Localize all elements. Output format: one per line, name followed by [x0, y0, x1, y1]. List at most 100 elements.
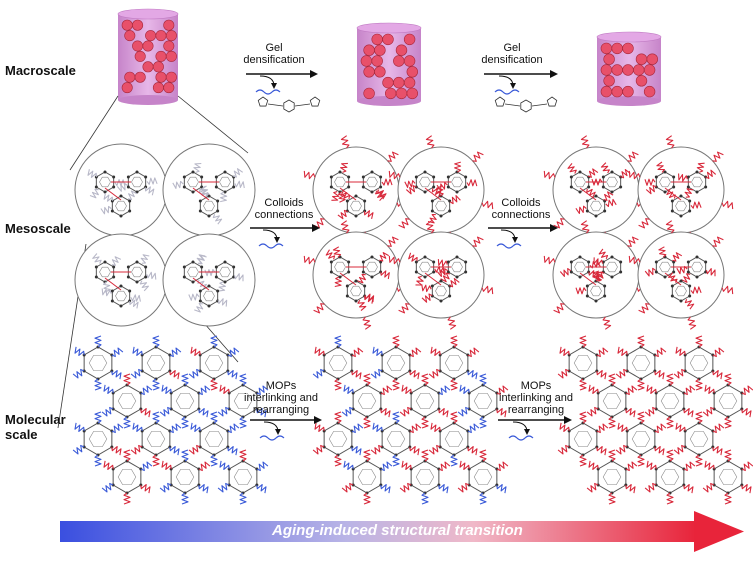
hexagon-node — [423, 190, 427, 194]
mop-hexagon — [351, 459, 383, 495]
bead — [165, 30, 177, 42]
linker-chain — [543, 170, 556, 180]
hexagon-node — [329, 260, 333, 264]
hexagon-node — [695, 275, 699, 279]
hexagon-node — [103, 190, 107, 194]
linker-chain — [595, 271, 604, 282]
hexagon-inner — [675, 285, 687, 297]
linker-chain — [303, 255, 316, 265]
mop-hexagon — [654, 459, 686, 495]
hexagon-inner — [366, 176, 378, 188]
linker-chain — [620, 168, 631, 179]
bead — [155, 50, 167, 62]
hexagon-node — [126, 175, 130, 179]
linker-chain — [428, 368, 441, 379]
linker-chain — [114, 179, 126, 187]
curved-arrow-head — [271, 83, 277, 89]
mop-hexagon — [567, 421, 599, 457]
bead — [371, 33, 383, 46]
linker-chain — [239, 449, 247, 462]
linker-chain — [123, 373, 131, 386]
linker-chain — [684, 188, 694, 198]
linker-squiggle — [255, 89, 281, 95]
linker-chain — [627, 151, 639, 162]
colloid — [162, 143, 256, 237]
hexagon-inner — [88, 431, 108, 447]
linker-chain — [596, 423, 609, 434]
linker-chain — [351, 370, 362, 380]
linker-chain — [672, 252, 683, 262]
hexagon-node — [347, 185, 351, 189]
linker-chain — [580, 220, 590, 234]
bead — [152, 82, 164, 94]
linker-chain — [144, 186, 155, 196]
linker-chain — [343, 460, 354, 470]
hexagon-node — [432, 260, 436, 264]
mop-hexagon — [345, 194, 367, 218]
linker-chain — [233, 273, 244, 282]
hexagon-node — [191, 260, 195, 264]
colloid — [303, 220, 409, 330]
linker-chain — [210, 378, 218, 391]
bead — [385, 87, 397, 100]
bead — [165, 71, 177, 83]
linker-chain — [341, 482, 354, 493]
hexagon-node — [679, 299, 683, 303]
linker-chain — [363, 492, 371, 505]
linker-chain — [666, 373, 674, 386]
linker-chain — [690, 286, 702, 294]
linker-chain — [94, 378, 102, 391]
step-label-gel-densification-1: Gel densification — [238, 42, 310, 66]
mop-hexagon — [596, 383, 628, 419]
linker-bridge — [192, 187, 210, 201]
linker-chain — [440, 272, 450, 283]
linker-chain — [392, 411, 400, 424]
row-label-mesoscale: Mesoscale — [5, 221, 71, 236]
linker-chain — [94, 411, 102, 424]
linker-chain — [592, 270, 600, 282]
hexagon-node — [672, 270, 676, 274]
linker-chain — [579, 335, 587, 348]
linker-chain — [741, 484, 752, 494]
bead — [163, 40, 175, 52]
mop-hexagon — [198, 284, 220, 308]
linker-chain — [496, 484, 507, 494]
curved-arrow-head — [274, 237, 280, 243]
linker-chain — [152, 378, 160, 391]
linker-chain — [625, 484, 636, 494]
linker-chain — [479, 373, 487, 386]
hexagon-outline — [684, 422, 714, 456]
linker-chain — [644, 482, 657, 493]
hexagon-inner — [435, 285, 447, 297]
hexagon-node — [423, 275, 427, 279]
hexagon-node — [688, 284, 692, 288]
linker-chain — [314, 422, 325, 432]
hexagon-inner — [131, 176, 143, 188]
linker-chain — [227, 423, 240, 434]
linker-chain — [392, 335, 400, 348]
linker-chain — [351, 423, 364, 434]
hexagon-node — [207, 194, 211, 198]
linker-chain — [479, 449, 487, 462]
linker-chain — [343, 384, 354, 394]
linker-chain — [479, 492, 487, 505]
linker-chain — [644, 178, 656, 186]
hexagon-node — [112, 275, 116, 279]
linker-chain — [617, 422, 628, 432]
linker-chain — [312, 444, 325, 455]
hexagon-outline — [352, 384, 382, 418]
hexagon-node — [448, 209, 452, 213]
linker-chain — [608, 449, 616, 462]
linker-chain — [675, 422, 686, 432]
linker-chain — [654, 370, 665, 380]
linker-chain — [637, 378, 645, 391]
curved-arrow-head — [510, 83, 516, 89]
bead — [152, 61, 164, 73]
hexagon-node — [191, 280, 195, 284]
colloid-outline — [312, 231, 400, 319]
hexagon-inner — [366, 261, 378, 273]
hexagon-node — [119, 284, 123, 288]
mop-hexagon — [625, 421, 657, 457]
linker-chain — [94, 335, 102, 348]
bead — [403, 55, 416, 67]
